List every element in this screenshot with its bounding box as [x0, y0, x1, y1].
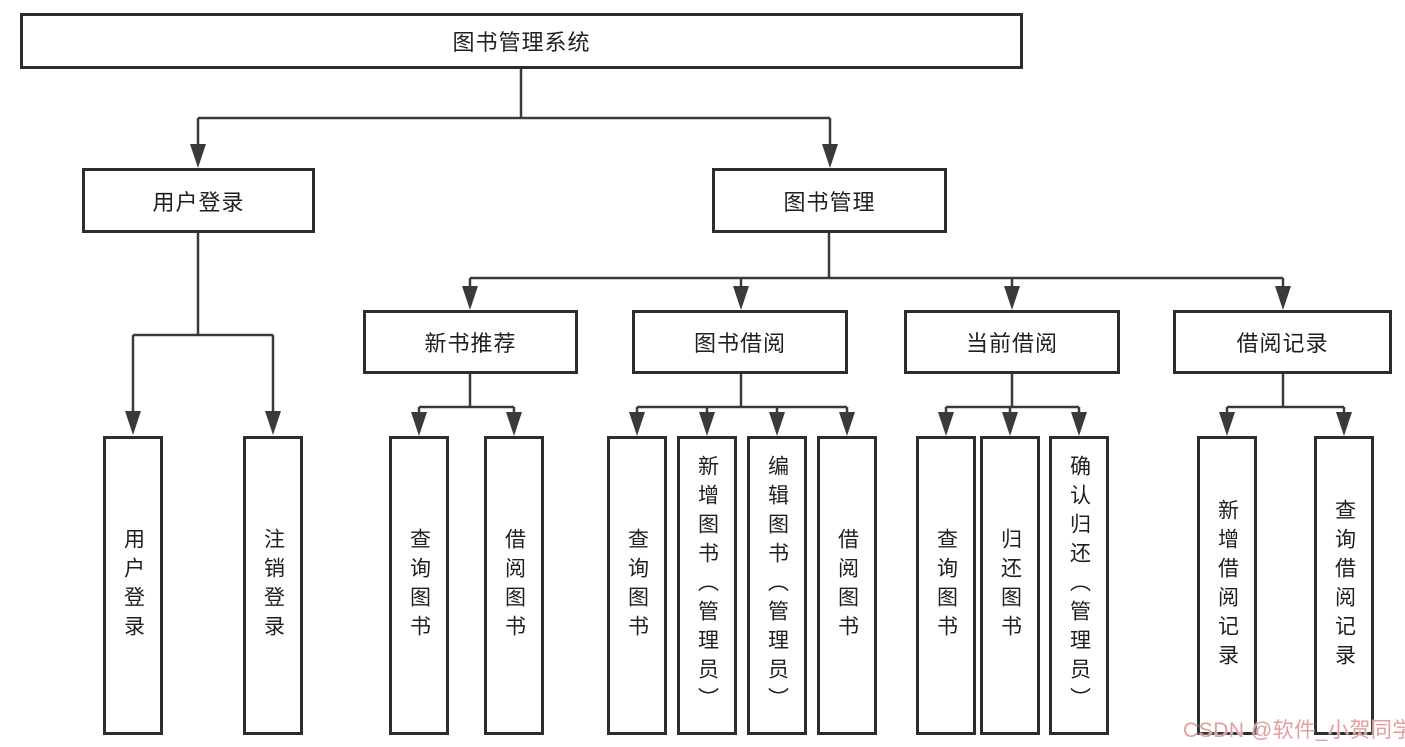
leaf-query-books-1: 查询图书	[389, 436, 449, 735]
leaf-add-books-admin-label: 新增图书（管理员）	[695, 455, 719, 716]
leaf-borrow-books-2-label: 借阅图书	[835, 527, 859, 644]
leaf-logout: 注销登录	[243, 436, 303, 735]
node-book-management-label: 图书管理	[783, 189, 876, 215]
leaf-borrow-books-1-label: 借阅图书	[502, 527, 526, 644]
leaf-query-books-3-label: 查询图书	[934, 527, 958, 644]
leaf-edit-books-admin: 编辑图书（管理员）	[747, 436, 807, 735]
leaf-add-books-admin: 新增图书（管理员）	[677, 436, 737, 735]
leaf-confirm-return-admin: 确认归还（管理员）	[1049, 436, 1109, 735]
node-current-borrow-label: 当前借阅	[965, 331, 1058, 356]
node-book-borrow-label: 图书借阅	[693, 331, 786, 356]
node-root-label: 图书管理系统	[452, 30, 591, 55]
leaf-query-borrow-record: 查询借阅记录	[1314, 436, 1374, 735]
leaf-query-books-2: 查询图书	[607, 436, 667, 735]
leaf-query-books-3: 查询图书	[916, 436, 976, 735]
node-borrow-records: 借阅记录	[1173, 310, 1392, 374]
leaf-borrow-books-1: 借阅图书	[484, 436, 544, 735]
node-new-book-recommend-label: 新书推荐	[424, 331, 517, 356]
node-book-management: 图书管理	[712, 168, 947, 233]
node-root-system: 图书管理系统	[20, 13, 1023, 69]
leaf-confirm-return-admin-label: 确认归还（管理员）	[1067, 455, 1091, 716]
leaf-query-books-1-label: 查询图书	[407, 527, 431, 644]
leaf-add-borrow-record: 新增借阅记录	[1197, 436, 1257, 735]
leaf-borrow-books-2: 借阅图书	[817, 436, 877, 735]
leaf-add-borrow-record-label: 新增借阅记录	[1215, 498, 1239, 673]
csdn-watermark: CSDN @软件_小贺同学	[1183, 719, 1405, 742]
node-current-borrow: 当前借阅	[904, 310, 1120, 374]
node-user-login-label: 用户登录	[152, 189, 245, 215]
leaf-user-login-label: 用户登录	[121, 527, 145, 644]
leaf-return-books-label: 归还图书	[998, 527, 1022, 644]
node-book-borrow: 图书借阅	[632, 310, 848, 374]
leaf-edit-books-admin-label: 编辑图书（管理员）	[765, 455, 789, 716]
node-borrow-records-label: 借阅记录	[1236, 331, 1329, 356]
leaf-return-books: 归还图书	[980, 436, 1040, 735]
leaf-query-books-2-label: 查询图书	[625, 527, 649, 644]
leaf-query-borrow-record-label: 查询借阅记录	[1332, 498, 1356, 673]
leaf-logout-label: 注销登录	[261, 527, 285, 644]
leaf-user-login: 用户登录	[103, 436, 163, 735]
node-user-login: 用户登录	[82, 168, 315, 233]
node-new-book-recommend: 新书推荐	[363, 310, 578, 374]
